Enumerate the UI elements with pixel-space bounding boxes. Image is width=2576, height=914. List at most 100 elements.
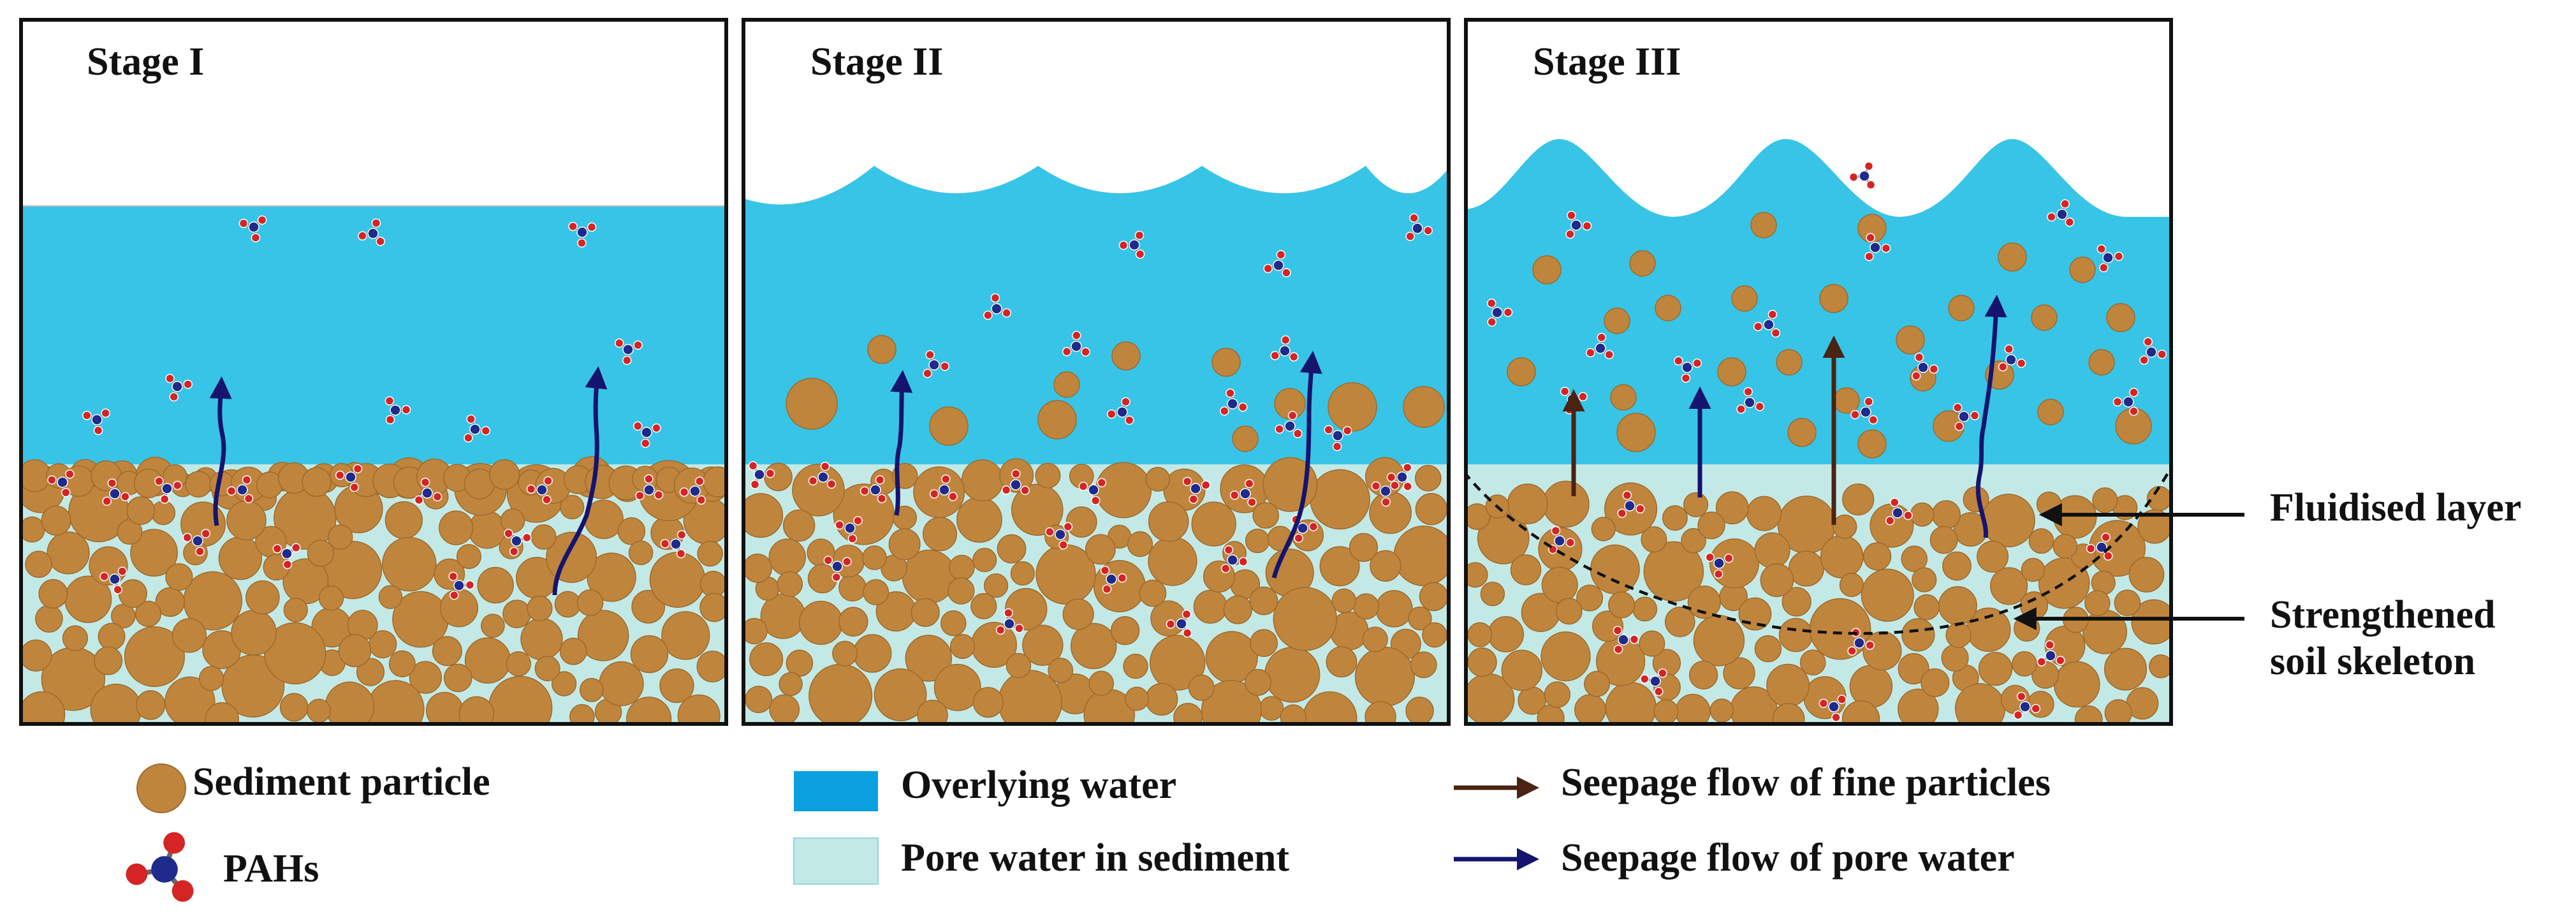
- sediment-particle: [388, 650, 416, 677]
- sediment-particle: [1422, 622, 1447, 648]
- sediment-particle: [1760, 563, 1794, 598]
- sediment-particle: [1507, 483, 1548, 525]
- sediment-particle: [696, 651, 728, 682]
- sediment-particle: [432, 636, 462, 667]
- pah-molecule-icon: [1586, 332, 1614, 360]
- sediment-particle: [631, 589, 666, 624]
- pah-molecule-icon: [1100, 565, 1127, 594]
- pah-molecule-icon: [226, 475, 254, 504]
- sediment-particle: [2104, 699, 2132, 726]
- pah-molecule-icon: [1045, 522, 1073, 550]
- pah-molecule-icon: [1106, 397, 1134, 425]
- sediment-particle: [1232, 425, 1259, 452]
- sediment-particle: [1931, 500, 1961, 529]
- sediment-particle: [1584, 670, 1611, 697]
- sediment-particle: [283, 598, 308, 623]
- stage-2-label: Stage II: [810, 40, 944, 84]
- sediment-particle: [970, 593, 997, 619]
- sediment-particle: [35, 605, 63, 633]
- sediment-particle: [2128, 557, 2165, 593]
- pah-molecule-icon: [2013, 691, 2040, 720]
- sediment-particle: [1273, 587, 1337, 651]
- sediment-particle: [1776, 349, 1803, 376]
- sediment-particle: [1249, 586, 1278, 615]
- sediment-particle: [425, 691, 464, 726]
- pah-molecule-icon: [82, 408, 110, 436]
- stage-content: [1464, 139, 2173, 726]
- sediment-particle: [1070, 623, 1117, 670]
- sediment-particle: [502, 600, 531, 628]
- fluidised-layer-boundary: [1464, 463, 2173, 635]
- pah-molecule-icon: [1850, 397, 1878, 425]
- sediment-particle: [630, 635, 669, 674]
- sediment-particle: [38, 579, 68, 609]
- pah-molecule-icon: [1275, 411, 1303, 439]
- sediment-particle: [279, 693, 309, 722]
- sediment-particle: [1201, 680, 1262, 726]
- sediment-particle: [2028, 528, 2054, 554]
- pah-molecule-icon: [2097, 244, 2124, 272]
- pah-molecule-icon: [335, 464, 363, 492]
- sediment-particle: [560, 494, 585, 520]
- sediment-particle: [318, 586, 344, 611]
- sediment-particle: [263, 622, 326, 685]
- sediment-particle: [1862, 631, 1902, 671]
- sediment-particle: [198, 666, 224, 691]
- sediment-particle: [911, 598, 940, 627]
- sediment-particle: [1095, 462, 1152, 519]
- sediment-particle: [1264, 647, 1321, 703]
- sediment-particle: [1998, 242, 2027, 272]
- sediment-particle: [863, 579, 889, 606]
- skeleton-label-line-2: soil skeleton: [2270, 640, 2476, 684]
- sediment-particle: [1898, 688, 1939, 726]
- pah-molecule-icon: [923, 350, 950, 378]
- pah-molecule-icon: [99, 566, 128, 594]
- pah-molecule-icon: [1220, 545, 1248, 573]
- sediment-particle: [559, 637, 587, 665]
- sediment-particle: [117, 519, 143, 545]
- panel-border: [742, 18, 1451, 726]
- pah-molecule-icon: [1613, 626, 1639, 654]
- sediment-particle: [1731, 285, 1758, 312]
- pore-water-seepage-arrow: [1975, 295, 2007, 538]
- sediment-particle: [2149, 654, 2173, 679]
- sediment-particle: [1352, 593, 1379, 620]
- sediment-particle: [456, 544, 481, 570]
- sediment-particle: [409, 661, 443, 694]
- sediment-particle: [2063, 607, 2089, 633]
- pore-water-seepage-arrow: [890, 370, 913, 516]
- pah-molecule-icon: [1001, 469, 1030, 496]
- sediment-particle: [1809, 598, 1871, 660]
- pah-molecule-icon: [2139, 337, 2167, 365]
- sediment-particle: [1643, 541, 1704, 602]
- sediment-particle: [2036, 491, 2062, 517]
- sediment-particle: [1921, 668, 1950, 697]
- sediment-particle: [1675, 693, 1711, 726]
- sediment-particle: [534, 656, 560, 682]
- sediment-particle: [1393, 526, 1451, 587]
- sediment-particle: [577, 610, 629, 661]
- sediment-particle: [948, 577, 975, 605]
- legend-pore-water-label: Pore water in sediment: [901, 836, 1289, 880]
- sediment-particle: [1022, 624, 1064, 666]
- pah-molecule-icon: [1952, 402, 1980, 431]
- sediment-particle: [569, 704, 595, 726]
- fluidised-layer-label: Fluidised layer: [2270, 486, 2522, 529]
- sediment-particle: [1370, 550, 1401, 582]
- sediment-particle: [782, 509, 816, 542]
- sediment-particle: [1862, 542, 1892, 571]
- sediment-particle: [1833, 514, 1857, 539]
- sediment-particle: [1857, 429, 1887, 459]
- sediment-particle: [1723, 657, 1755, 689]
- pah-molecule-icon: [464, 414, 491, 443]
- sediment-particle: [929, 406, 969, 446]
- sediment-particle: [1011, 483, 1064, 536]
- stage-content: [19, 205, 728, 726]
- sediment-particle: [135, 600, 162, 627]
- sediment-particle: [327, 524, 353, 550]
- sediment-particle: [150, 501, 176, 526]
- sediment-particle: [1467, 622, 1493, 647]
- sediment-particle: [2092, 487, 2118, 513]
- sediment-particle: [832, 640, 858, 667]
- sediment-particle: [1616, 413, 1656, 452]
